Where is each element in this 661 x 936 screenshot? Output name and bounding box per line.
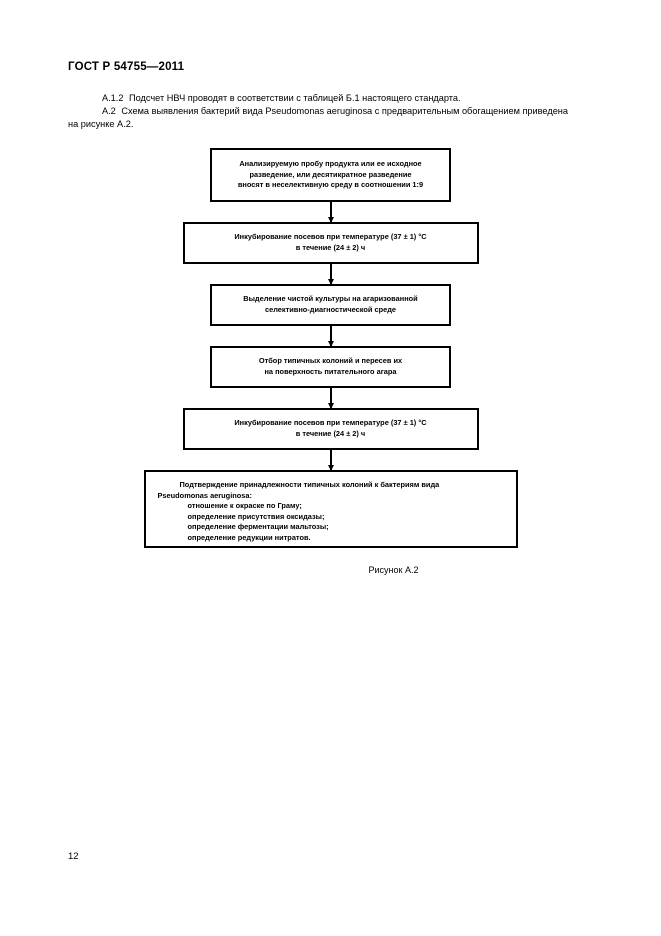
flowchart-row-3: Выделение чистой культуры на агаризованн… (0, 284, 661, 326)
paragraph-a-2: А.2 Схема выявления бактерий вида Pseudo… (68, 105, 593, 118)
arrowhead-icon-4 (327, 403, 334, 409)
page-number: 12 (68, 851, 79, 862)
clause-text-a-2-after: с предварительным обогащением приведена (374, 106, 568, 117)
arrowhead-icon-2 (327, 279, 334, 285)
connector-stem-1 (329, 202, 332, 222)
flowchart-figure-a2: Анализируемую пробу продукта или ее исхо… (0, 148, 661, 548)
body-text-block: А.1.2 Подсчет НВЧ проводят в соответстви… (68, 92, 593, 132)
flowchart-box-sample-inoculation: Анализируемую пробу продукта или ее исхо… (210, 148, 451, 202)
flowchart-row-5: Инкубирование посевов при температуре (3… (0, 408, 661, 450)
figure-caption-text: Рисунок А.2 (368, 565, 419, 575)
box1-line-2: разведение, или десятикратное разведение (249, 169, 412, 179)
box2-line-2: в течение (24 ± 2) ч (295, 243, 366, 252)
flowchart-row-4: Отбор типичных колоний и пересев их на п… (0, 346, 661, 388)
flowchart-row-1: Анализируемую пробу продукта или ее исхо… (0, 148, 661, 202)
box1-line-1: Анализируемую пробу продукта или ее исхо… (239, 159, 422, 169)
flowchart-box-confirmation: Подтверждение принадлежности типичных ко… (143, 470, 518, 548)
connector-arrow-1 (0, 202, 661, 223)
clause-text-a-2-before: Схема выявления бактерий вида (121, 106, 263, 117)
box6-lead-line: Подтверждение принадлежности типичных ко… (179, 480, 440, 489)
paragraph-a-1-2: А.1.2 Подсчет НВЧ проводят в соответстви… (68, 92, 593, 105)
connector-stem-5 (329, 450, 332, 470)
arrowhead-icon-5 (327, 465, 334, 471)
arrowhead-icon-1 (327, 217, 334, 223)
box4-line-1: Отбор типичных колоний и пересев их (258, 356, 403, 366)
connector-arrow-4 (0, 388, 661, 409)
box2-line-1: Инкубирование посевов при температуре (3… (234, 232, 427, 242)
box6-species-line: Pseudomonas aeruginosa: (157, 490, 252, 500)
box6-item-3: определение ферментации мальтозы; (187, 522, 329, 532)
connector-arrow-3 (0, 326, 661, 347)
box6-item-1: отношение к окраске по Граму; (187, 501, 302, 511)
connector-arrow-5 (0, 450, 661, 471)
connector-stem-4 (329, 388, 332, 408)
connector-arrow-2 (0, 264, 661, 285)
flowchart-box-colony-selection: Отбор типичных колоний и пересев их на п… (210, 346, 451, 388)
figure-caption: Рисунок А.2 (0, 565, 661, 575)
clause-number-a-2: А.2 (102, 106, 116, 117)
clause-number-a-1-2: А.1.2 (102, 93, 124, 103)
flowchart-box-incubation-2: Инкубирование посевов при температуре (3… (182, 408, 479, 450)
paragraph-a-2-continuation: на рисунке А.2. (68, 119, 134, 130)
box3-line-2: селективно-диагностической среде (264, 305, 396, 314)
clause-text-a-1-2: Подсчет НВЧ проводят в соответствии с та… (129, 93, 461, 103)
box5-line-2: в течение (24 ± 2) ч (295, 429, 366, 438)
arrowhead-icon-3 (327, 341, 334, 347)
box6-item-4: определение редукции нитратов. (187, 532, 311, 542)
box5-line-1: Инкубирование посевов при температуре (3… (234, 418, 427, 428)
species-name-inline: Pseudomonas aeruginosa (265, 106, 373, 117)
flowchart-box-incubation-1: Инкубирование посевов при температуре (3… (182, 222, 479, 264)
box4-line-2: на поверхность питательного агара (264, 367, 397, 376)
box3-line-1: Выделение чистой культуры на агаризованн… (243, 294, 418, 304)
flowchart-box-pure-culture: Выделение чистой культуры на агаризованн… (210, 284, 451, 326)
connector-stem-2 (329, 264, 332, 284)
box6-item-2: определение присутствия оксидазы; (187, 511, 325, 521)
connector-stem-3 (329, 326, 332, 346)
flowchart-row-2: Инкубирование посевов при температуре (3… (0, 222, 661, 264)
document-header: ГОСТ Р 54755—2011 (68, 61, 185, 73)
box1-line-3: вносят в неселективную среду в соотношен… (237, 180, 424, 190)
flowchart-row-6: Подтверждение принадлежности типичных ко… (0, 470, 661, 548)
